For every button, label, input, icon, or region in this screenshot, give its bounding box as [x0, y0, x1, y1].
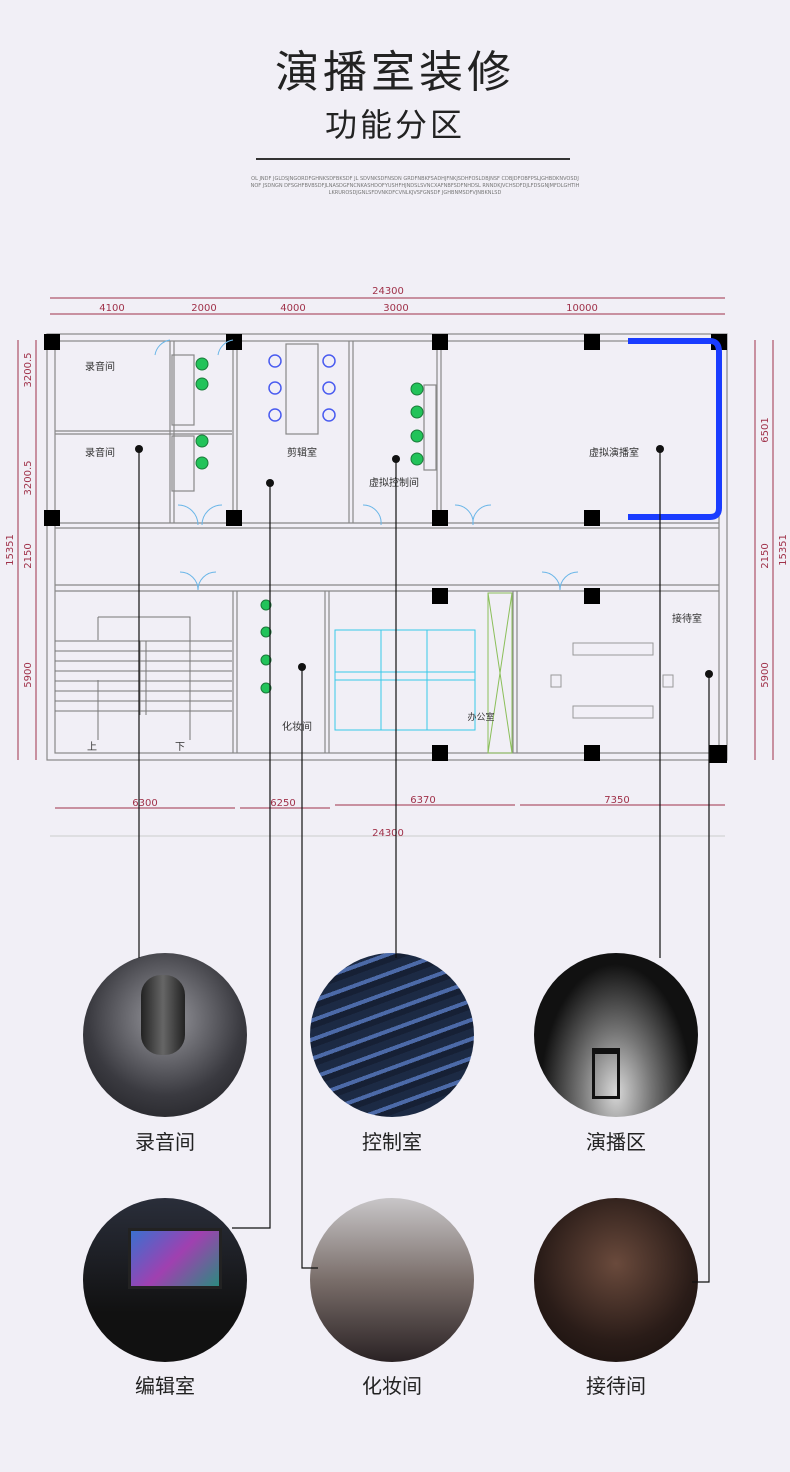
- dim-top-seg: 4100: [99, 303, 124, 314]
- dim-left: 2150: [23, 543, 34, 568]
- green-chairs: [195, 357, 424, 694]
- room-studio: 虚拟演播室: [589, 446, 639, 459]
- dim-left: 5900: [23, 662, 34, 687]
- stairs-up: 上: [87, 741, 97, 753]
- dim-left: 3200.5: [23, 461, 34, 496]
- dim-bottom-seg: 7350: [604, 795, 629, 806]
- room-control: 虚拟控制间: [369, 476, 419, 489]
- dim-right: 2150: [760, 543, 771, 568]
- dimension-lines: [17, 297, 774, 809]
- dim-top-seg: 2000: [191, 303, 216, 314]
- office-desks: [334, 629, 476, 731]
- dim-bottom-seg: 6370: [410, 795, 435, 806]
- zone-label: 编辑室: [135, 1374, 195, 1398]
- dim-right: 5900: [760, 662, 771, 687]
- stairs-down: 下: [175, 742, 185, 753]
- dim-bottom-total: 24300: [372, 828, 404, 839]
- dim-bottom-seg: 6250: [270, 798, 295, 809]
- divider: [256, 158, 570, 160]
- green-screen-wall: [628, 338, 722, 520]
- walls: [46, 333, 728, 761]
- dim-left: 15351: [5, 534, 16, 566]
- makeup-photo: [310, 1198, 474, 1362]
- blue-chairs: [268, 354, 336, 422]
- zone-label: 演播区: [586, 1130, 646, 1154]
- zone-label: 录音间: [135, 1130, 195, 1154]
- editing-photo: [83, 1198, 247, 1362]
- mixing-console-photo: [310, 953, 474, 1117]
- page-subtitle: 功能分区: [324, 106, 465, 144]
- partition: [487, 592, 513, 754]
- zone-label: 接待间: [586, 1374, 646, 1398]
- dim-top-seg: 4000: [280, 303, 305, 314]
- reception-chairs: [550, 642, 674, 719]
- room-recording-1: 录音间: [85, 360, 115, 373]
- room-recording-2: 录音间: [85, 446, 115, 459]
- dim-top-seg: 10000: [566, 303, 598, 314]
- dim-bottom-seg: 6300: [132, 798, 157, 809]
- room-office: 办公室: [467, 711, 494, 723]
- dim-top-total: 24300: [372, 286, 404, 297]
- fine-print: OL JNDF JGLDSJNGORDFGHNKSDFBKSDF JL SDVN…: [250, 176, 580, 196]
- stairs: [55, 616, 232, 740]
- dim-right: 6501: [760, 417, 771, 442]
- zone-label: 化妆间: [362, 1374, 422, 1398]
- studio-photo: [534, 953, 698, 1117]
- columns: [44, 334, 727, 763]
- reception-photo: [534, 1198, 698, 1362]
- floor-plan: 24300 4100 2000 4000 3000 10000 6300 625…: [5, 286, 789, 839]
- page-title: 演播室装修: [275, 47, 515, 98]
- room-reception: 接待室: [672, 612, 702, 625]
- dim-left: 3200.5: [23, 353, 34, 388]
- zone-label: 控制室: [362, 1130, 422, 1154]
- dim-right: 15351: [778, 534, 789, 566]
- room-makeup: 化妆间: [282, 720, 312, 733]
- dim-top-seg: 3000: [383, 303, 408, 314]
- doors: [154, 339, 579, 591]
- room-editing: 剪辑室: [287, 446, 317, 459]
- microphone-photo: [83, 953, 247, 1117]
